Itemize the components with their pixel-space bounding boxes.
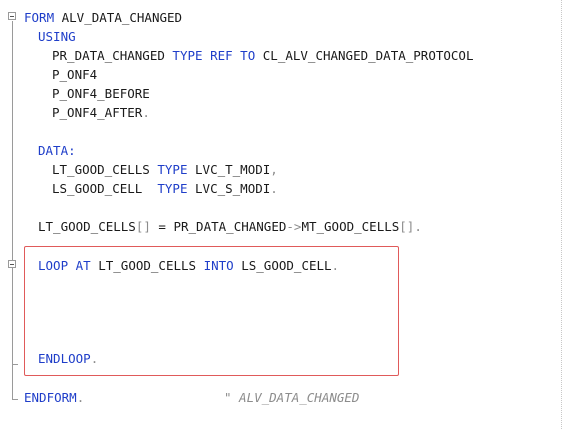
keyword-data: DATA (38, 143, 69, 158)
period: . (142, 105, 150, 120)
code-line-var1[interactable]: LT_GOOD_CELLS TYPE LVC_T_MODI, (52, 160, 278, 179)
keyword-endform: ENDFORM (24, 390, 77, 405)
period: . (414, 219, 422, 234)
code-line-assignment[interactable]: LT_GOOD_CELLS[] = PR_DATA_CHANGED->MT_GO… (38, 217, 422, 236)
fold-toggle-loop-icon[interactable] (8, 260, 16, 268)
code-line-data[interactable]: DATA: (38, 141, 76, 160)
keyword-ref: REF (210, 48, 233, 63)
keyword-type: TYPE (157, 181, 188, 196)
form-name: ALV_DATA_CHANGED (54, 10, 183, 25)
period: . (90, 351, 99, 366)
code-line-param2[interactable]: P_ONF4 (52, 65, 97, 84)
period: . (331, 258, 340, 273)
fold-end-form (12, 399, 18, 400)
keyword-type: TYPE (172, 48, 203, 63)
code-line-form[interactable]: FORM ALV_DATA_CHANGED (24, 8, 182, 27)
code-line-endform[interactable]: ENDFORM. (24, 388, 84, 407)
assign-object: PR_DATA_CHANGED (173, 219, 287, 234)
param-name-3: P_ONF4_BEFORE (52, 86, 150, 101)
fold-end-loop (12, 364, 18, 365)
type-name-2: LVC_S_MODI (195, 181, 271, 196)
code-line-loop[interactable]: LOOP AT LT_GOOD_CELLS INTO LS_GOOD_CELL. (38, 256, 339, 275)
param-name-2: P_ONF4 (52, 67, 98, 82)
code-line-param3[interactable]: P_ONF4_BEFORE (52, 84, 150, 103)
keyword-loop-at: LOOP AT (38, 258, 91, 273)
fold-guide-form (12, 21, 13, 400)
code-line-var2[interactable]: LS_GOOD_CELL TYPE LVC_S_MODI. (52, 179, 278, 198)
colon: : (68, 143, 76, 158)
code-line-param1[interactable]: PR_DATA_CHANGED TYPE REF TO CL_ALV_CHANG… (52, 46, 473, 65)
assign-target: LT_GOOD_CELLS (38, 219, 136, 234)
period: . (270, 181, 278, 196)
keyword-type: TYPE (157, 162, 188, 177)
code-line-endloop[interactable]: ENDLOOP. (38, 349, 98, 368)
keyword-into: INTO (203, 258, 234, 273)
param-name-4: P_ONF4_AFTER (52, 105, 143, 120)
param-name-1: PR_DATA_CHANGED (52, 48, 165, 63)
code-line-using[interactable]: USING (38, 27, 76, 46)
loop-work-area: LS_GOOD_CELL (241, 258, 332, 273)
endform-comment: " ALV_DATA_CHANGED (224, 388, 359, 407)
keyword-endloop: ENDLOOP (38, 351, 91, 366)
period: . (76, 390, 85, 405)
type-name-1: LVC_T_MODI (195, 162, 271, 177)
comma: , (270, 162, 278, 177)
fold-toggle-form-icon[interactable] (8, 12, 16, 20)
equals-sign: = (150, 219, 174, 234)
var-name-1: LT_GOOD_CELLS (52, 162, 150, 177)
keyword-to: TO (240, 48, 256, 63)
code-line-param4[interactable]: P_ONF4_AFTER. (52, 103, 150, 122)
table-brackets: [] (135, 219, 151, 234)
loop-highlight-box (24, 246, 399, 376)
arrow-operator: -> (286, 219, 302, 234)
table-brackets: [] (399, 219, 415, 234)
class-name: CL_ALV_CHANGED_DATA_PROTOCOL (262, 48, 474, 63)
assign-attribute: MT_GOOD_CELLS (301, 219, 400, 234)
keyword-form: FORM (24, 10, 55, 25)
comment-text: " ALV_DATA_CHANGED (224, 390, 360, 405)
right-margin-guide (561, 0, 562, 429)
loop-table: LT_GOOD_CELLS (98, 258, 197, 273)
keyword-using: USING (38, 29, 76, 44)
var-name-2: LS_GOOD_CELL (52, 181, 143, 196)
